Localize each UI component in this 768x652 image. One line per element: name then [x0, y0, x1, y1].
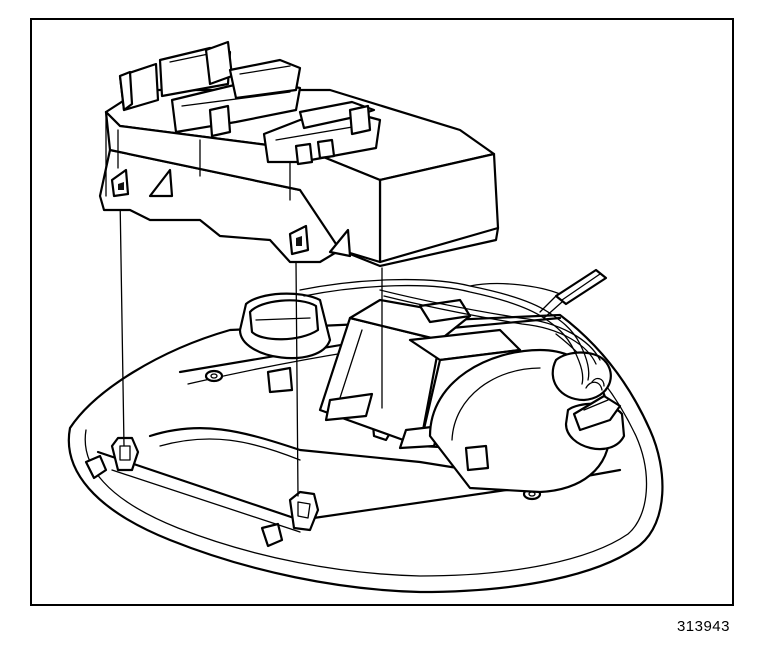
wire-harness: [299, 268, 608, 385]
alignment-lines: [119, 195, 383, 497]
figure-id-label: 313943: [676, 618, 730, 635]
left-lamp-socket: [238, 292, 332, 394]
right-bulb-connector: [551, 351, 626, 451]
diagram-frame: [30, 18, 734, 606]
control-module: [98, 40, 500, 268]
